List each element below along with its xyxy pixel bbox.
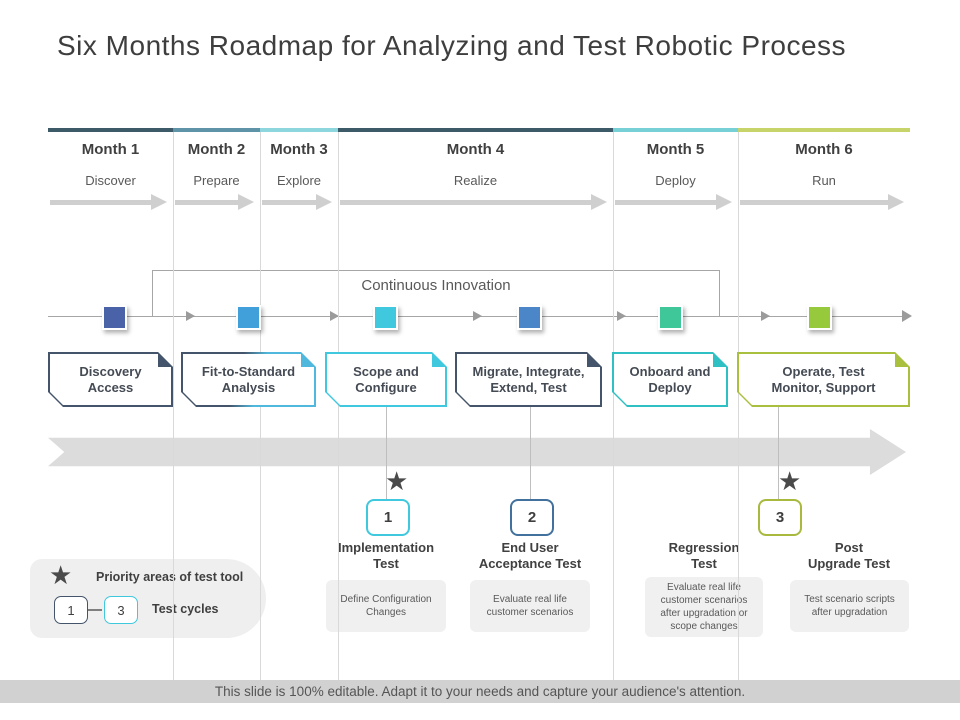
legend-cycle-from: 1 bbox=[54, 596, 88, 624]
month-column-4: Month 4 Realize bbox=[338, 128, 613, 218]
month-label: Month 5 bbox=[646, 141, 705, 158]
month-accent-bar bbox=[260, 128, 338, 132]
milestone-marker-3 bbox=[373, 305, 398, 330]
stage-label: Discovery bbox=[79, 363, 142, 379]
cycle-badge-3: 3 bbox=[758, 499, 802, 536]
month-column-5: Month 5 Deploy bbox=[613, 128, 738, 218]
month-accent-bar bbox=[173, 128, 260, 132]
test-detail-box: Test scenario scripts after upgradation bbox=[790, 580, 909, 632]
column-divider bbox=[613, 132, 614, 680]
phase-label: Realize bbox=[453, 173, 498, 188]
stage-label: Operate, Test bbox=[782, 363, 865, 379]
connector-line bbox=[530, 407, 531, 499]
phase-label: Deploy bbox=[655, 173, 696, 188]
slide-title: Six Months Roadmap for Analyzing and Tes… bbox=[57, 30, 847, 61]
phase-label: Prepare bbox=[193, 173, 240, 188]
month-accent-bar bbox=[338, 128, 613, 132]
cycle-badge-1: 1 bbox=[366, 499, 410, 536]
stage-label: Onboard and bbox=[629, 363, 711, 379]
milestone-marker-5 bbox=[658, 305, 683, 330]
milestone-marker-6 bbox=[807, 305, 832, 330]
continuous-innovation-bracket: Continuous Innovation bbox=[152, 270, 720, 317]
footer-text: This slide is 100% editable. Adapt it to… bbox=[214, 684, 746, 699]
timeline-arrow-icon bbox=[617, 311, 626, 321]
month-column-6: Month 6 Run bbox=[738, 128, 910, 218]
column-divider bbox=[738, 132, 739, 680]
stage-label: Fit-to-Standard bbox=[201, 363, 296, 379]
phase-label: Discover bbox=[85, 173, 136, 188]
month-label: Month 3 bbox=[270, 141, 328, 158]
folded-corner-icon bbox=[301, 352, 316, 367]
timeline-arrow-icon bbox=[186, 311, 195, 321]
month-column-2: Month 2 Prepare bbox=[173, 128, 260, 218]
legend-cycle-to: 3 bbox=[104, 596, 138, 624]
milestone-marker-1 bbox=[102, 305, 127, 330]
month-column-1: Month 1 Discover bbox=[48, 128, 173, 218]
stage-label: Scope and bbox=[353, 363, 419, 379]
milestone-marker-2 bbox=[236, 305, 261, 330]
cycle-badge-2: 2 bbox=[510, 499, 554, 536]
stage-label: Migrate, Integrate, bbox=[472, 363, 585, 379]
priority-star-icon: ★ bbox=[778, 466, 802, 496]
month-accent-bar bbox=[613, 128, 738, 132]
milestone-marker-4 bbox=[517, 305, 542, 330]
month-label: Month 4 bbox=[446, 141, 505, 158]
month-label: Month 1 bbox=[81, 141, 140, 158]
test-detail-box: Evaluate real life customer scenarios af… bbox=[645, 577, 763, 637]
phase-arrow-icon bbox=[740, 194, 904, 210]
column-divider bbox=[173, 132, 174, 680]
phase-arrow-icon bbox=[615, 194, 732, 210]
month-label: Month 6 bbox=[795, 141, 853, 158]
connector-line bbox=[386, 407, 387, 499]
timeline-arrow-icon bbox=[330, 311, 339, 321]
stage-box-migrate-integrate: Migrate, Integrate,Extend, Test bbox=[455, 352, 602, 407]
timeline-end-arrow-icon bbox=[902, 310, 912, 322]
legend-priority-label: Priority areas of test tool bbox=[96, 570, 244, 584]
folded-corner-icon bbox=[587, 352, 602, 367]
continuous-innovation-label: Continuous Innovation bbox=[361, 277, 511, 294]
column-divider bbox=[338, 132, 339, 680]
legend-cycles-label: Test cycles bbox=[152, 602, 219, 616]
footer-bar: This slide is 100% editable. Adapt it to… bbox=[0, 680, 960, 703]
priority-star-icon: ★ bbox=[385, 466, 409, 496]
month-column-3: Month 3 Explore bbox=[260, 128, 338, 218]
phase-arrow-icon bbox=[175, 194, 254, 210]
timeline-arrow-icon bbox=[473, 311, 482, 321]
timeline-arrow-icon bbox=[761, 311, 770, 321]
folded-corner-icon bbox=[895, 352, 910, 367]
folded-corner-icon bbox=[713, 352, 728, 367]
legend-dash bbox=[88, 609, 102, 611]
connector-line bbox=[778, 407, 779, 499]
month-accent-bar bbox=[738, 128, 910, 132]
phase-arrow-icon bbox=[50, 194, 167, 210]
phase-label: Explore bbox=[276, 173, 322, 188]
month-label: Month 2 bbox=[187, 141, 246, 158]
test-detail-box: Evaluate real life customer scenarios bbox=[470, 580, 590, 632]
phase-arrow-icon bbox=[262, 194, 332, 210]
folded-corner-icon bbox=[432, 352, 447, 367]
legend-star-icon: ★ bbox=[49, 560, 73, 590]
month-accent-bar bbox=[48, 128, 173, 132]
test-detail-box: Define Configuration Changes bbox=[326, 580, 446, 632]
phase-arrow-icon bbox=[340, 194, 607, 210]
phase-label: Run bbox=[812, 173, 836, 188]
folded-corner-icon bbox=[158, 352, 173, 367]
